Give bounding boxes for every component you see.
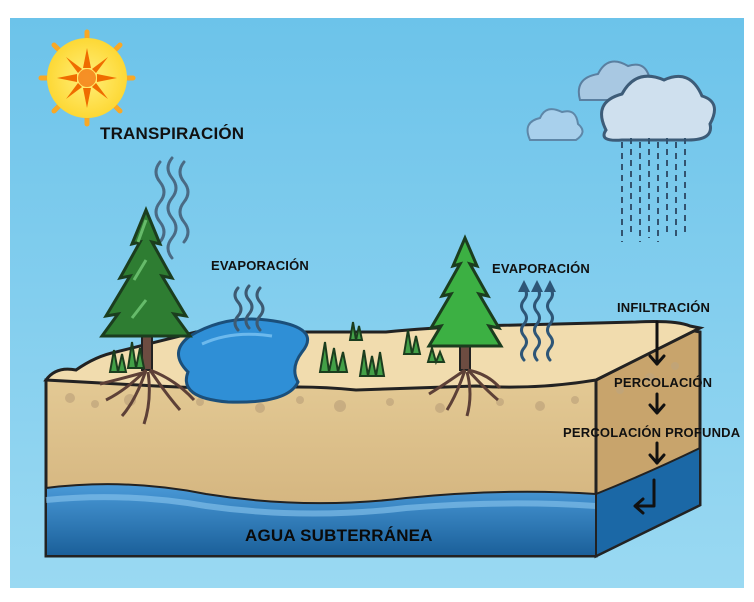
tree-icon (99, 206, 196, 425)
vapor-icon (520, 286, 554, 362)
label-agua-subterranea: AGUA SUBTERRÁNEA (245, 526, 433, 545)
arrow-down-icon (633, 320, 666, 515)
pond (177, 317, 309, 404)
label-evaporacion-left: EVAPORACIÓN (211, 258, 310, 273)
label-percolacion-profunda: PERCOLACIÓN PROFUNDA (563, 425, 741, 440)
sun-icon (38, 29, 136, 127)
vapor-icon (233, 284, 265, 332)
label-infiltracion: INFILTRACIÓN (617, 300, 711, 315)
rain-cloud-icon (577, 60, 716, 242)
label-evaporacion-right: EVAPORACIÓN (492, 261, 591, 276)
ground-block (43, 320, 705, 559)
vapor-icon (154, 156, 190, 260)
cloud-icon (526, 108, 584, 141)
tree-icon (426, 234, 504, 417)
grass-icon (108, 321, 446, 377)
arrow-up-icon (518, 280, 556, 292)
label-percolacion: PERCOLACIÓN (614, 375, 713, 390)
label-transpiracion: TRANSPIRACIÓN (100, 124, 245, 143)
